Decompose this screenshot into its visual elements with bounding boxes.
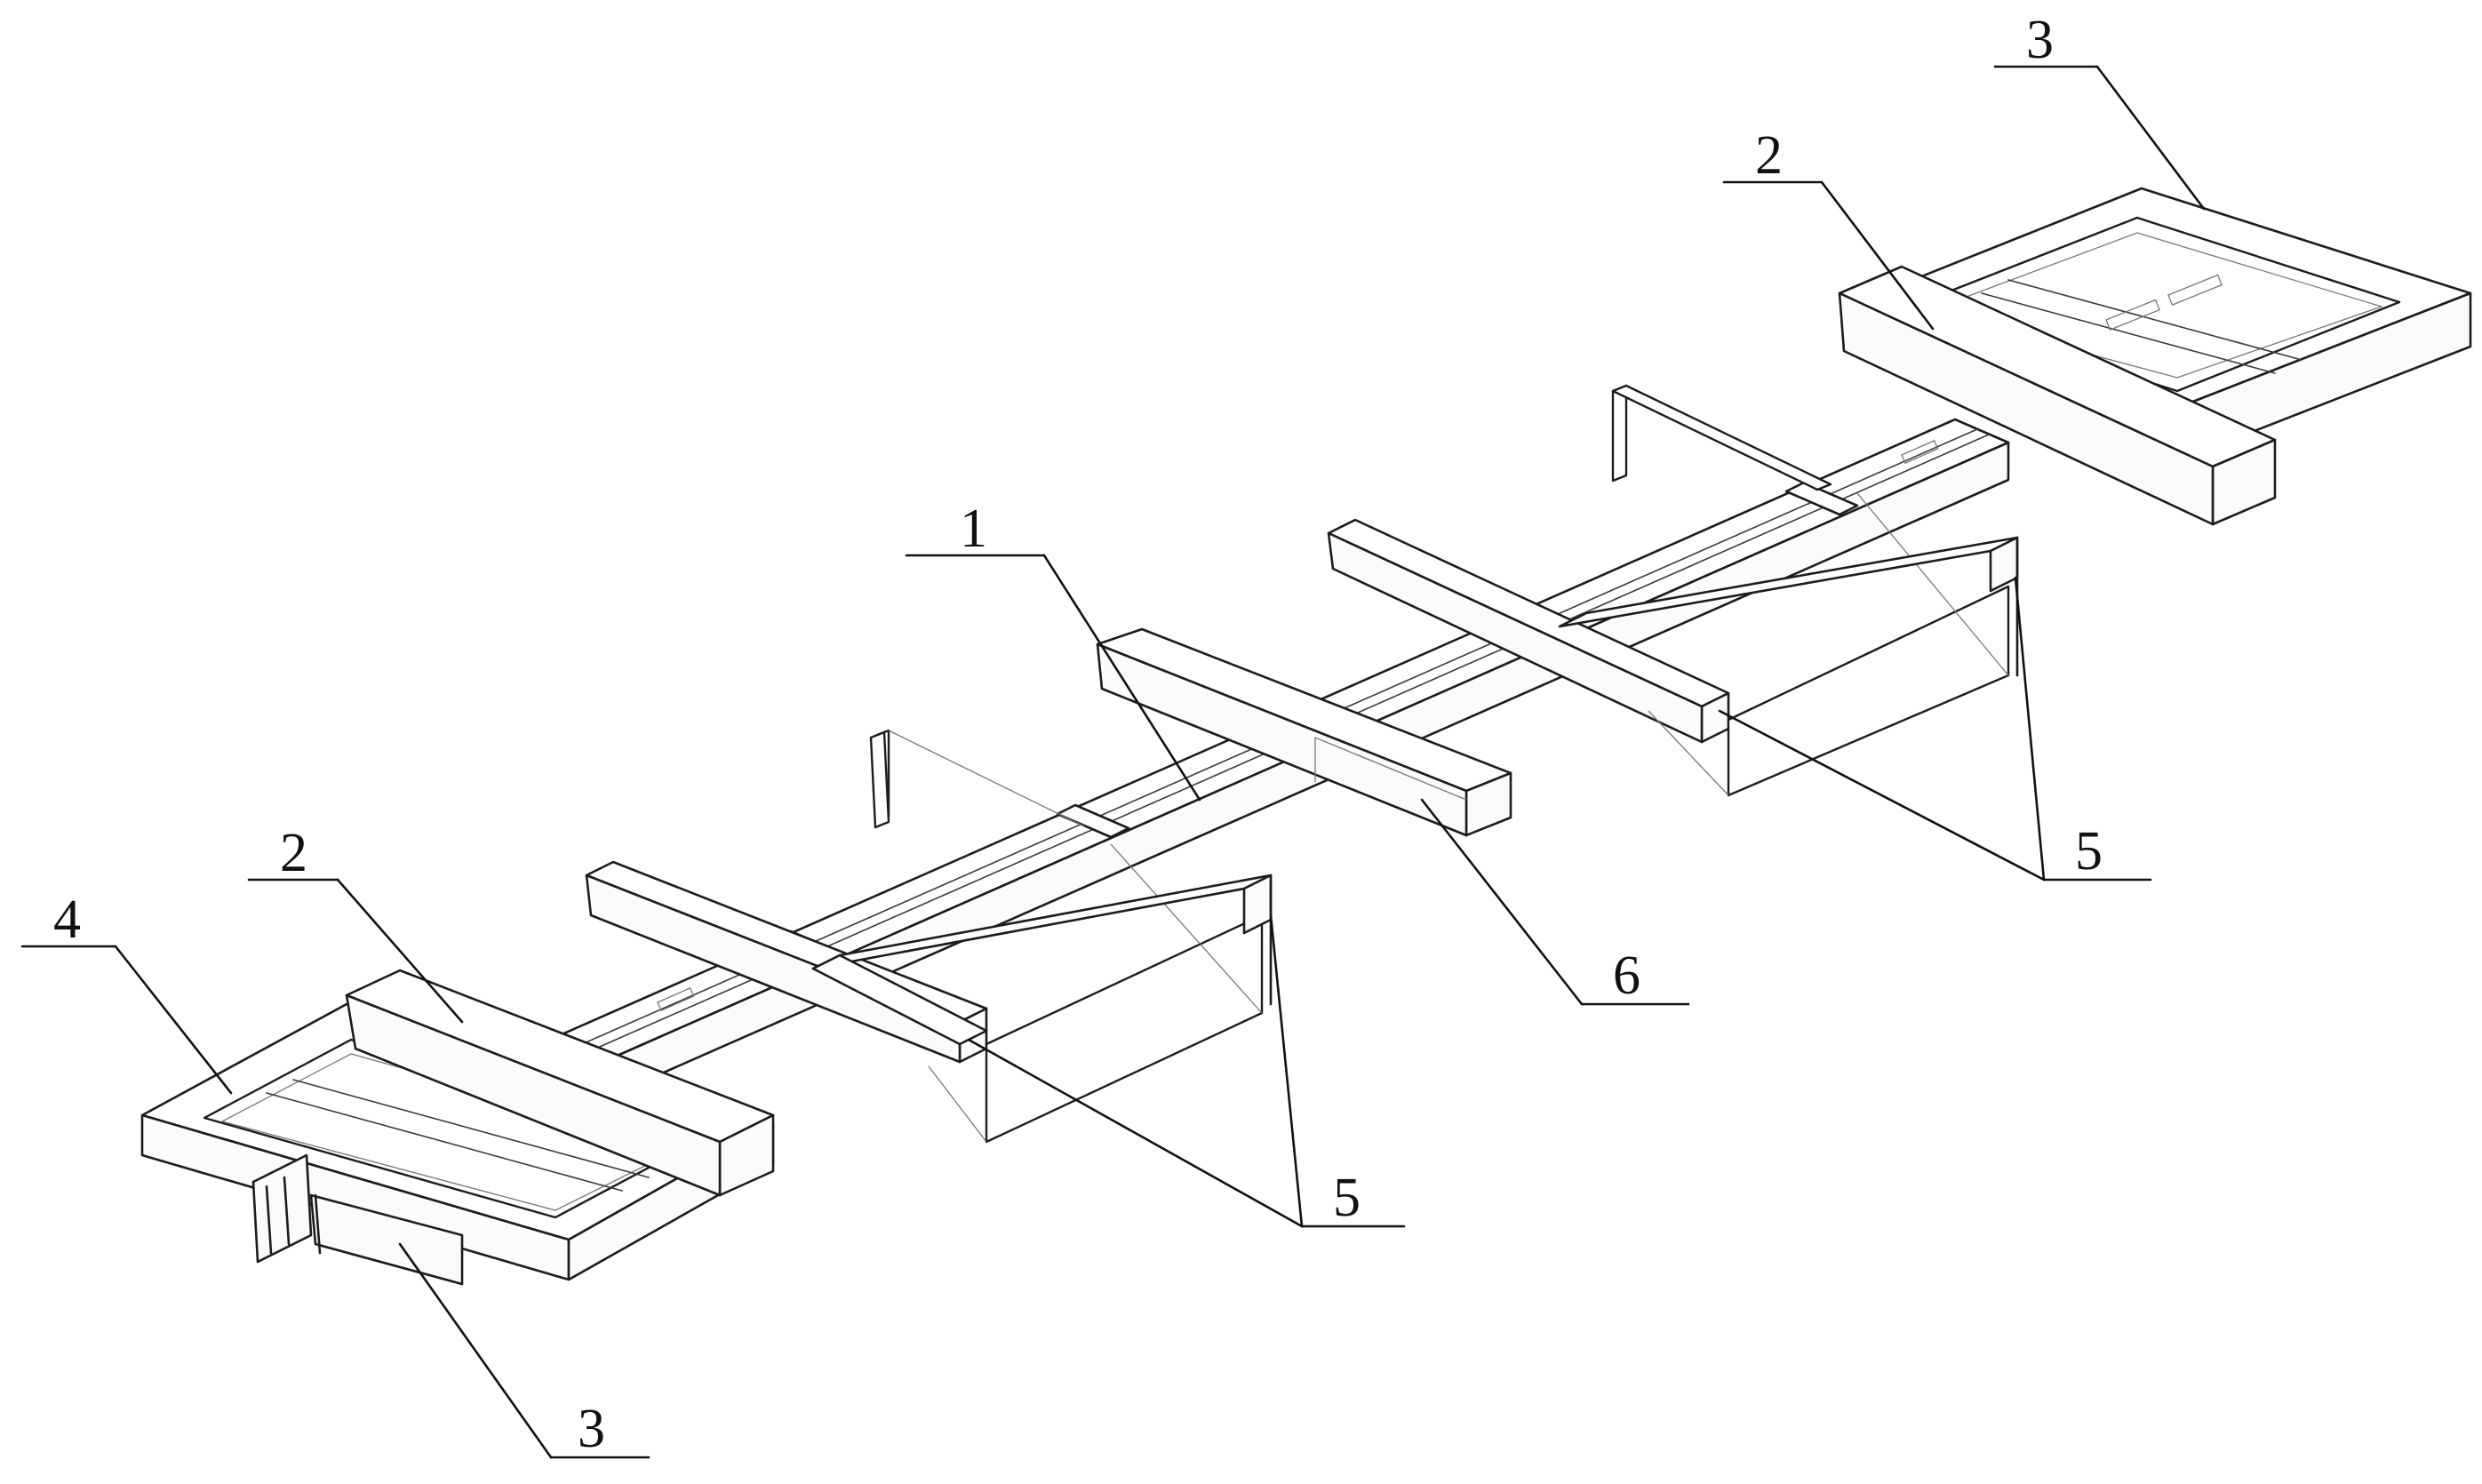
callout-3-top: 3 [2026, 10, 2054, 70]
leader-5-right-a [1718, 709, 2046, 882]
leader-3-top [2095, 65, 2206, 211]
callout-5-right: 5 [2075, 821, 2103, 882]
leader-6 [1420, 798, 1584, 1006]
callout-6: 6 [1613, 945, 1640, 1006]
callout-5-left: 5 [1333, 1168, 1361, 1228]
callout-labels: 1 2 2 3 3 4 5 5 6 [53, 10, 2103, 1459]
crossbeam-right-pair [1327, 384, 2019, 797]
leader-5-left-a [967, 1038, 1304, 1228]
left-end-frame [140, 969, 775, 1286]
callout-3-bottom: 3 [578, 1399, 605, 1459]
callout-4: 4 [53, 890, 81, 950]
leader-1 [1042, 554, 1201, 802]
callout-1: 1 [960, 499, 987, 559]
crossbeam-left-pair [585, 729, 1273, 1144]
leader-5-left-b [1269, 914, 1304, 1228]
leader-5-right-b [2014, 576, 2046, 882]
leader-4 [114, 945, 233, 1095]
right-end-frame [1838, 187, 2472, 526]
leader-2-left [336, 878, 464, 1024]
leader-3-bottom [398, 1242, 553, 1459]
callout-2-left: 2 [280, 823, 307, 883]
leader-2-right [1820, 180, 1935, 331]
callout-2-right: 2 [1755, 125, 1783, 186]
central-crossbeam [869, 627, 1512, 837]
leader-lines [20, 65, 2206, 1459]
